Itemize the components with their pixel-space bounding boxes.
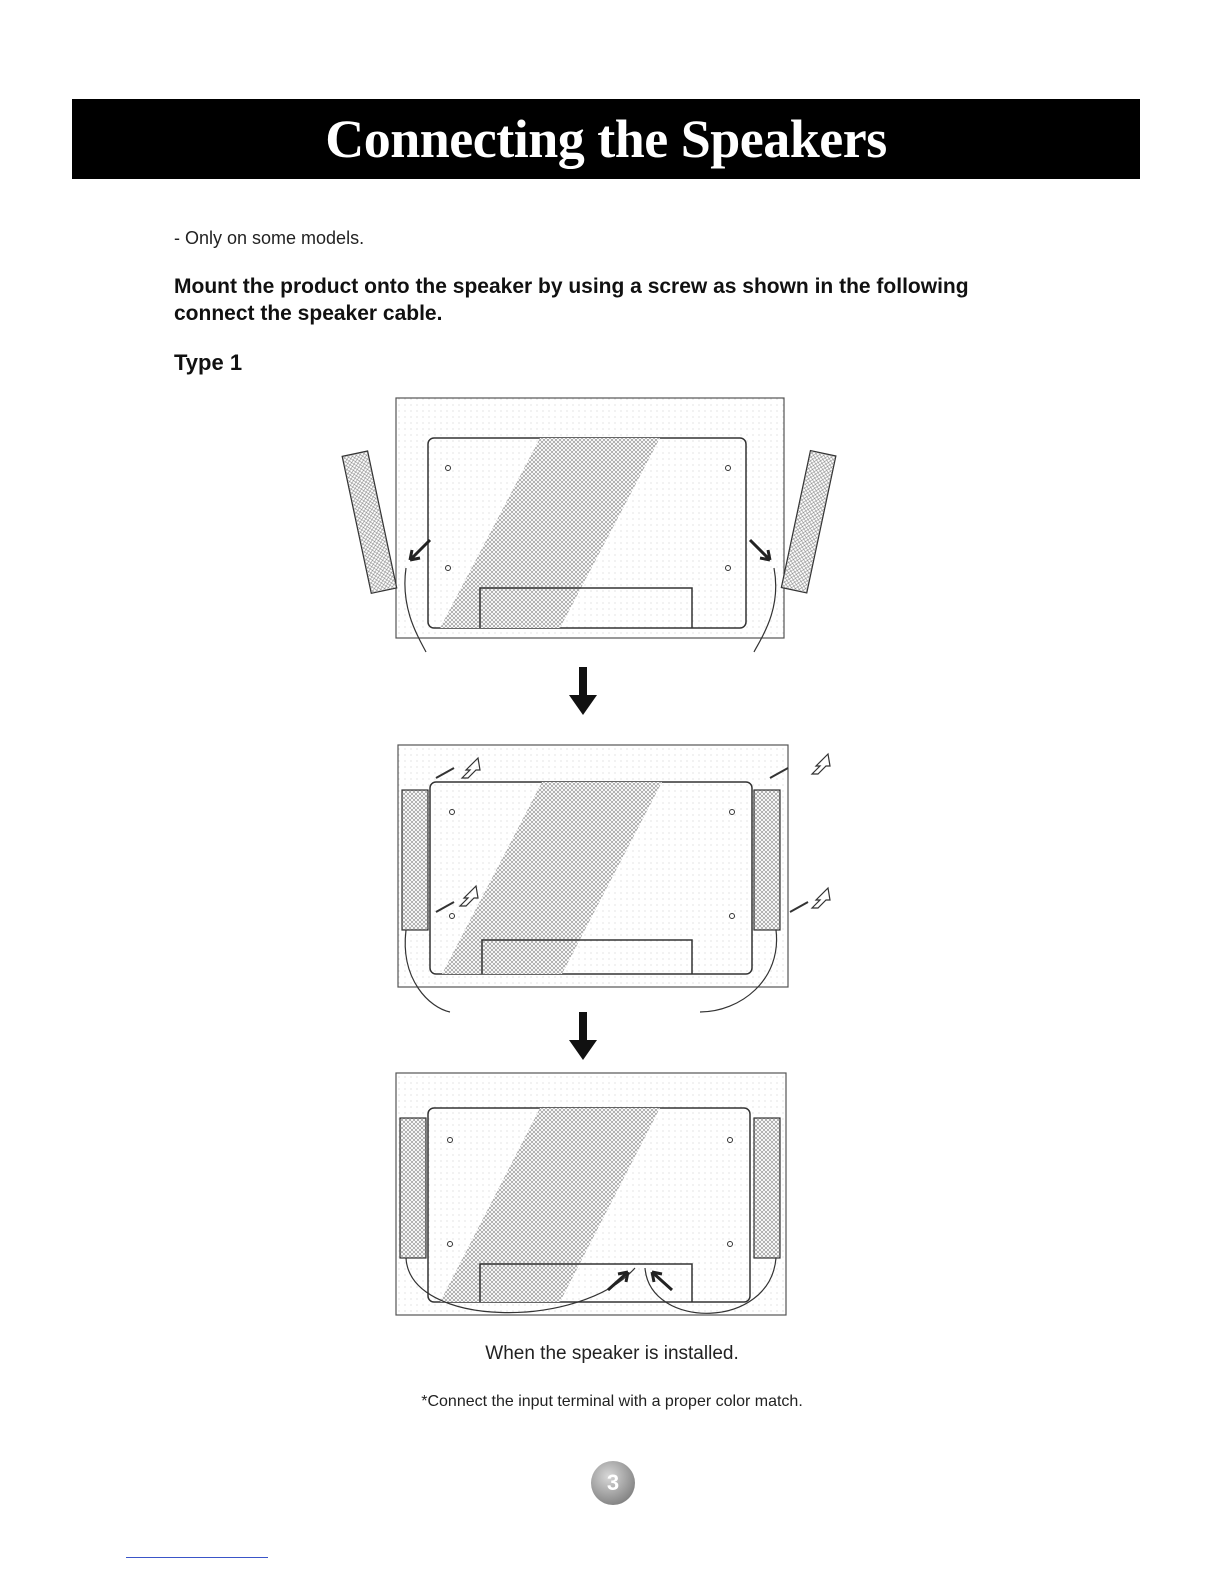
- title-bar: Connecting the Speakers: [72, 99, 1140, 179]
- mount-instruction: Mount the product onto the speaker by us…: [174, 273, 1054, 327]
- type-label: Type 1: [174, 350, 242, 376]
- diagram-step-2: [330, 740, 870, 1020]
- page-number: 3: [591, 1461, 635, 1505]
- diagram-step-1: [330, 390, 870, 660]
- caption-installed: When the speaker is installed.: [0, 1343, 1224, 1365]
- footer-line: [126, 1557, 268, 1558]
- models-note: - Only on some models.: [174, 228, 364, 249]
- caption-color-match: *Connect the input terminal with a prope…: [0, 1393, 1224, 1411]
- diagram-step-3: [330, 1068, 870, 1338]
- arrow-down-icon: [566, 1012, 600, 1062]
- arrow-down-icon: [566, 667, 600, 717]
- page-title: Connecting the Speakers: [325, 108, 887, 170]
